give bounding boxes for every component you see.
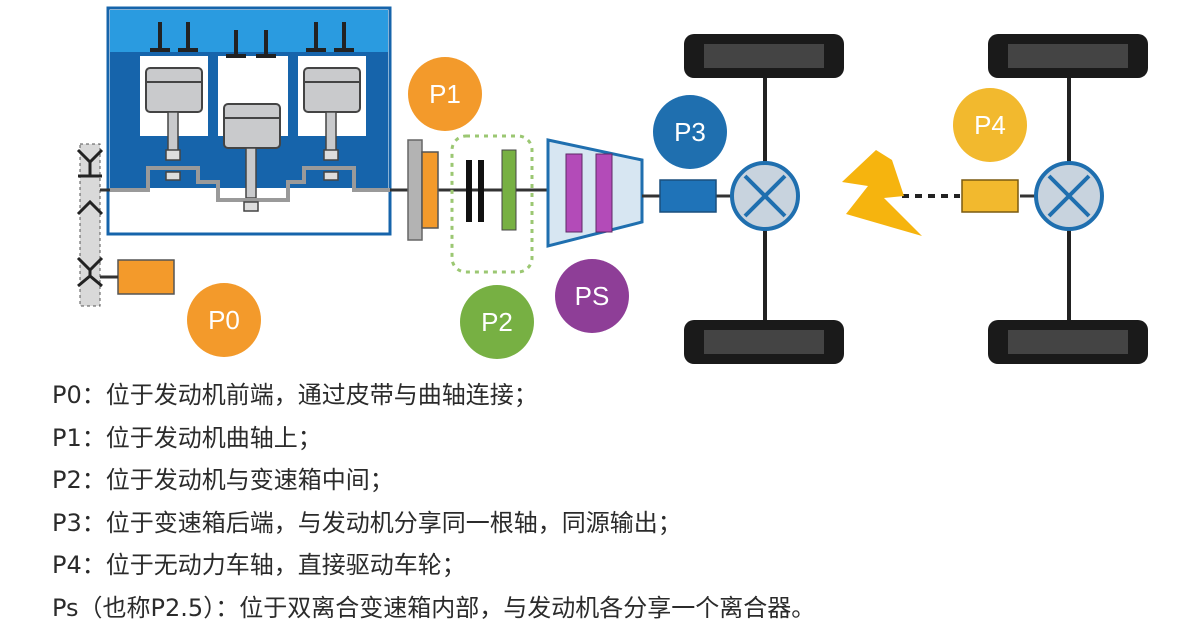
flywheel	[407, 139, 423, 241]
position-descriptions: P0：位于发动机前端，通过皮带与曲轴连接； P1：位于发动机曲轴上； P2：位于…	[52, 374, 1172, 629]
ps-clutch	[595, 153, 613, 233]
badge-p0: P0	[187, 283, 261, 357]
badge-p2: P2	[460, 285, 534, 359]
description-line: Ps（也称P2.5）：位于双离合变速箱内部，与发动机各分享一个离合器。	[52, 593, 816, 622]
gearbox	[546, 138, 644, 248]
crankshaft	[110, 166, 390, 202]
rear-axle	[988, 34, 1148, 364]
badge-p1: P1	[408, 57, 482, 131]
badge-p4: P4	[953, 88, 1027, 162]
differential	[730, 161, 800, 231]
svg-text:P3: P3	[674, 117, 706, 147]
p0-motor	[117, 259, 175, 295]
svg-text:P2: P2	[481, 307, 513, 337]
description-line: P4：位于无动力车轴，直接驱动车轮；	[52, 551, 466, 579]
svg-text:P4: P4	[974, 110, 1006, 140]
badge-p3: P3	[653, 95, 727, 169]
p1-motor	[421, 151, 439, 229]
hybrid-architecture-diagram: P0 P1 P2 PS P3 P4	[76, 6, 1148, 364]
piston	[223, 103, 281, 199]
description-line: P0：位于发动机前端，通过皮带与曲轴连接；	[52, 381, 538, 409]
lightning-icon	[842, 150, 922, 236]
description-line: P1：位于发动机曲轴上；	[52, 423, 322, 452]
differential	[1034, 161, 1104, 231]
p3-motor	[659, 179, 717, 213]
piston	[303, 67, 361, 153]
belt	[76, 143, 110, 307]
p4-motor	[961, 179, 1019, 213]
clutch-plate	[478, 160, 484, 222]
svg-text:P0: P0	[208, 305, 240, 335]
svg-text:P1: P1	[429, 79, 461, 109]
valves	[150, 22, 354, 58]
svg-text:PS: PS	[575, 281, 610, 311]
ps-clutch	[565, 153, 583, 233]
front-axle	[684, 34, 844, 364]
description-line: P2：位于发动机与变速箱中间；	[52, 466, 394, 494]
p2-dotted-zone	[450, 134, 534, 274]
p2-motor	[501, 149, 517, 231]
description-line: P3：位于变速箱后端，与发动机分享同一根轴，同源输出；	[52, 508, 682, 537]
clutch-plate	[466, 160, 472, 222]
engine-block	[106, 6, 392, 236]
badge-ps: PS	[555, 259, 629, 333]
